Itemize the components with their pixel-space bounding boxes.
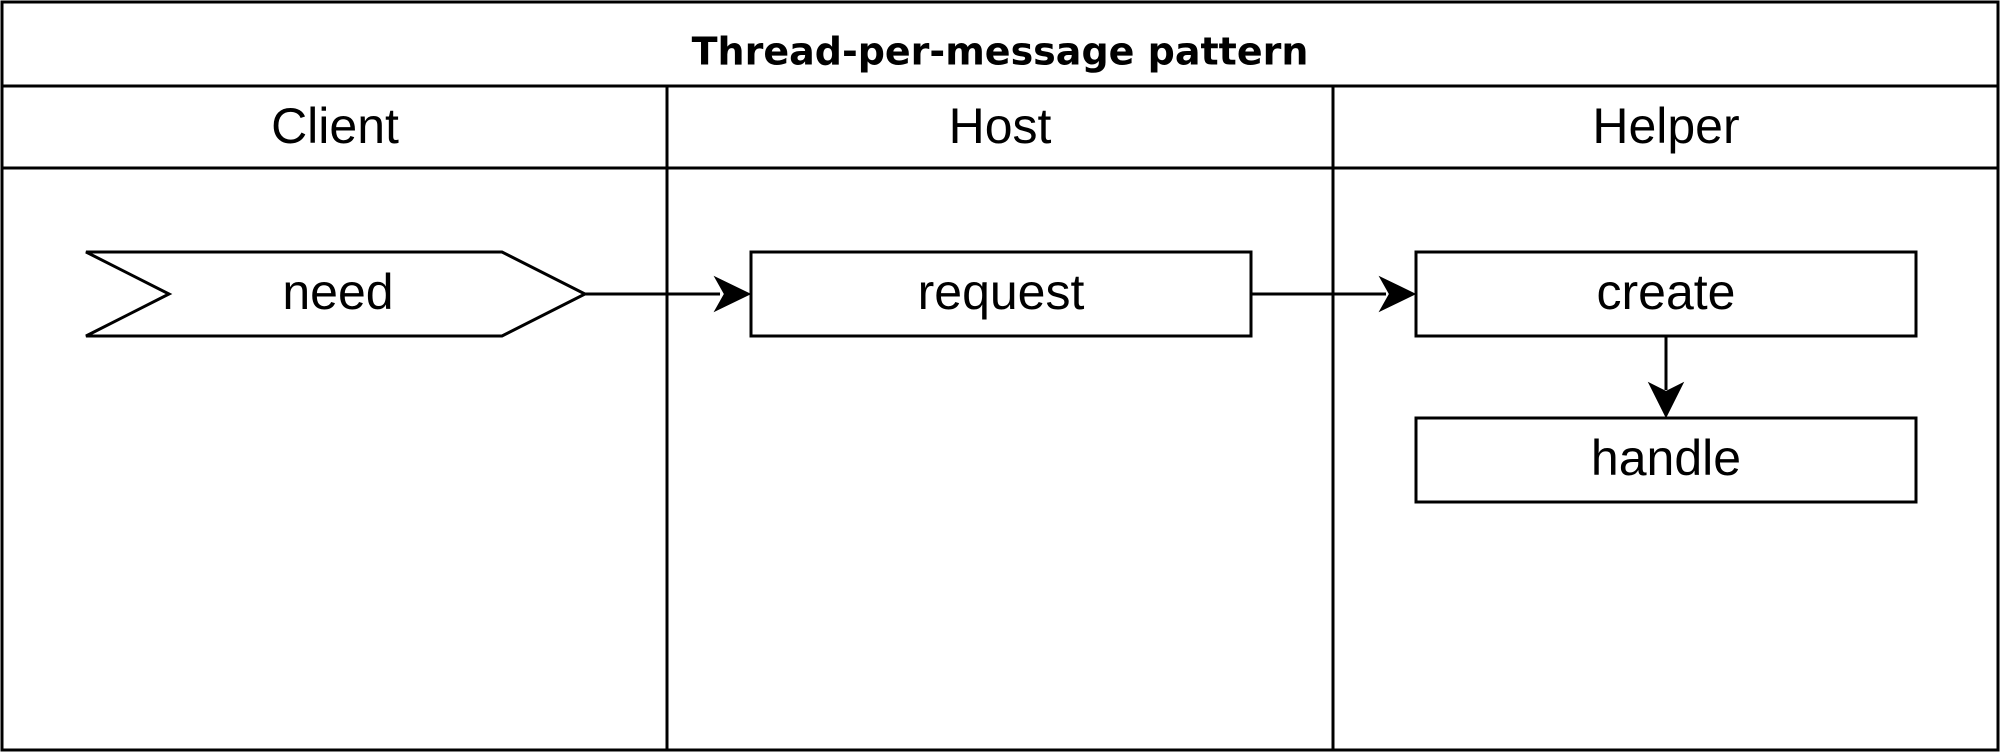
diagram-title: Thread-per-message pattern [692,30,1309,74]
node-need-label: need [282,264,393,320]
node-handle-shape [1414,416,1918,504]
lane-header-client: Client [271,98,399,154]
node-handle-label: handle [1591,430,1741,486]
node-need-shape [85,250,589,338]
edge-need-to-request-arrowhead [713,275,752,313]
node-request-label: request [918,264,1085,320]
edge-create-to-handle-arrowhead [1647,381,1685,419]
node-create-label: create [1597,264,1736,320]
lane-header-host: Host [949,98,1052,154]
edge-request-to-create-arrowhead [1378,275,1417,313]
lane-header-helper: Helper [1592,98,1739,154]
